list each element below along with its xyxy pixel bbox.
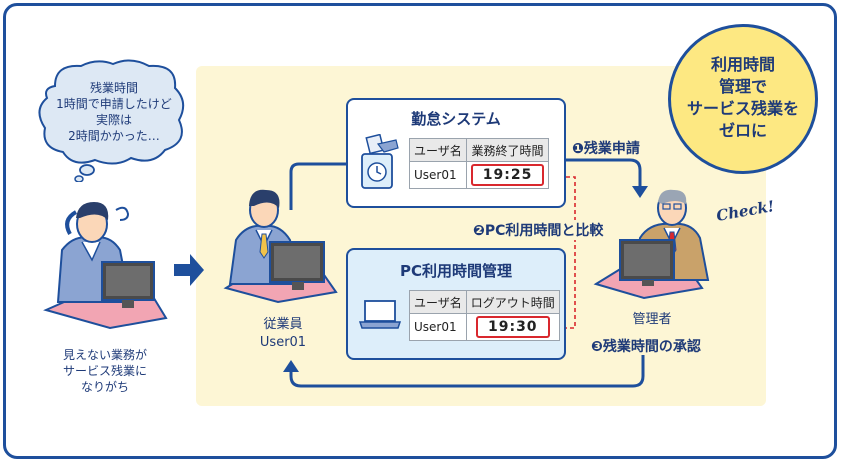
connector-employee-to-attendance — [289, 162, 346, 210]
time-clock-icon — [361, 134, 399, 189]
badge-line-4: ゼロに — [718, 121, 767, 140]
arrowhead-to-employee — [283, 360, 299, 372]
attendance-time-value: 19:25 — [470, 164, 545, 186]
pc-col-user: ユーザ名 — [409, 290, 467, 314]
pc-user-cell: User01 — [409, 313, 467, 341]
employee-id-label: User01 — [259, 335, 307, 350]
laptop-icon — [358, 300, 402, 329]
badge-line-3: サービス残業を — [686, 99, 799, 118]
connector-manager-to-employee — [289, 355, 645, 388]
manager-role-label: 管理者 — [632, 312, 672, 327]
badge-line-1: 利用時間 — [710, 55, 775, 74]
cloud-text-line-2: 1時間で申請したけど — [56, 97, 172, 111]
employee-icon — [223, 189, 338, 304]
employee-role-label: 従業員 — [263, 317, 303, 332]
cloud-text-line-3: 実際は — [95, 113, 132, 127]
attendance-table: ユーザ名 業務終了時間 User01 19:25 — [409, 138, 550, 189]
left-caption-line-3: なりがち — [80, 380, 129, 394]
connector-attendance-to-manager — [566, 158, 642, 186]
troubled-employee-icon — [43, 202, 168, 330]
badge-line-2: 管理で — [718, 77, 767, 96]
left-caption-line-1: 見えない業務が — [62, 348, 147, 362]
pc-logout-time-value: 19:30 — [475, 316, 550, 338]
arrowhead-to-manager — [632, 186, 648, 198]
big-arrow-right — [174, 254, 204, 286]
step-2-label: ❷PC利用時間と比較 — [470, 220, 607, 240]
attendance-time-cell: 19:25 — [465, 161, 550, 189]
manager-icon — [593, 189, 710, 300]
attendance-user-cell: User01 — [409, 161, 467, 189]
pc-col-time: ログアウト時間 — [465, 290, 560, 314]
left-caption-line-2: サービス残業に — [62, 364, 147, 378]
cloud-text-line-4: 2時間かかった… — [68, 129, 160, 143]
step-1-label: ❶残業申請 — [572, 141, 640, 157]
headline-badge — [668, 24, 818, 174]
cloud-text-line-1: 残業時間 — [89, 81, 138, 95]
attendance-col-user: ユーザ名 — [409, 138, 467, 162]
pc-management-title: PC利用時間管理 — [399, 262, 512, 280]
attendance-system-title: 勤怠システム — [411, 110, 501, 128]
pc-time-cell: 19:30 — [465, 313, 560, 341]
thought-cloud-icon — [38, 59, 185, 182]
pc-usage-table: ユーザ名 ログアウト時間 User01 19:30 — [409, 290, 560, 341]
attendance-col-time: 業務終了時間 — [465, 138, 550, 162]
step-3-label: ❸残業時間の承認 — [591, 339, 701, 355]
